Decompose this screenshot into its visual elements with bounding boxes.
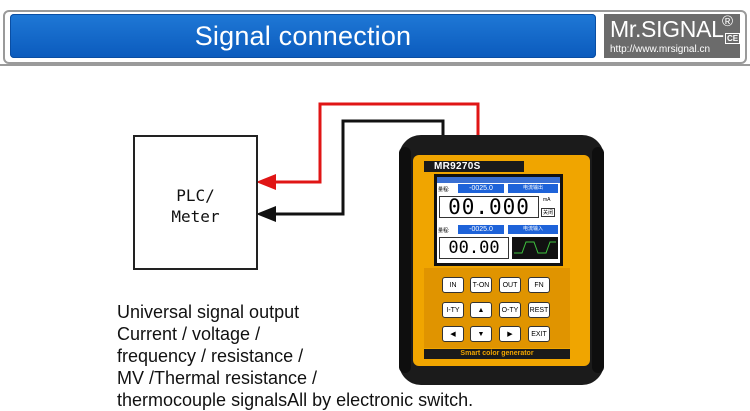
key-fn[interactable]: FN (528, 277, 550, 293)
brand-url: http://www.mrsignal.cn (610, 44, 711, 55)
device-model: MR9270S (424, 161, 524, 172)
device-grip-left (399, 147, 411, 373)
input-value-display: 00.00 (439, 237, 509, 259)
key-o-ty[interactable]: O-TY (499, 302, 521, 318)
key-left[interactable]: ◀ (442, 326, 464, 342)
header-banner: Signal connection Mr.SIGNAL ® CE http://… (0, 0, 750, 66)
mode-tag-output: 电流输出 (508, 184, 558, 193)
waveform-icon (514, 241, 556, 254)
key-i-ty[interactable]: I-TY (442, 302, 464, 318)
plc-label-line2: Meter (171, 207, 220, 226)
key-exit[interactable]: EXIT (528, 326, 550, 342)
range-label-input: 量程: (438, 228, 450, 234)
key-down[interactable]: ▼ (470, 326, 492, 342)
black-arrowhead (256, 206, 276, 222)
key-rest[interactable]: REST (528, 302, 550, 318)
device-screen: 量程: -0025.0 电流输出 00.000 mA 关闭 量程: -0025.… (437, 177, 560, 263)
device-footer-label: Smart color generator (424, 349, 570, 359)
red-arrowhead (256, 174, 276, 190)
title-bar: Signal connection (10, 14, 596, 58)
brand-logo: Mr.SIGNAL ® CE http://www.mrsignal.cn (604, 13, 741, 58)
key-up[interactable]: ▲ (470, 302, 492, 318)
description-line-4: MV /Thermal resistance / (117, 368, 318, 388)
key-out[interactable]: OUT (499, 277, 521, 293)
black-wire (272, 119, 445, 216)
unit-label: mA (543, 197, 551, 203)
description-line-1: Universal signal output (117, 302, 300, 322)
screen-row-input: 量程: -0025.0 电流输入 (438, 225, 559, 234)
brand-name: Mr.SIGNAL (610, 16, 724, 42)
plc-label: PLC/ Meter (135, 185, 256, 227)
device-grip-right (592, 147, 604, 373)
range-value-output: -0025.0 (458, 184, 504, 193)
mode-tag-input: 电流输入 (508, 225, 558, 234)
description-line-2: Current / voltage / (117, 324, 261, 344)
output-value-display: 00.000 (439, 196, 539, 218)
waveform-display (512, 237, 558, 259)
description-line-3: frequency / resistance / (117, 346, 304, 366)
plc-label-line1: PLC/ (176, 186, 215, 205)
range-label-output: 量程: (438, 187, 450, 193)
screen-status-bar (437, 177, 560, 183)
ce-mark: CE (725, 33, 741, 44)
key-in[interactable]: IN (442, 277, 464, 293)
page-title: Signal connection (194, 21, 412, 51)
device-keypad: IN T-ON OUT FN I-TY ▲ O-TY REST ◀ ▼ ▶ EX… (424, 268, 570, 348)
plc-meter-box: PLC/ Meter (133, 135, 258, 270)
screen-row-output: 量程: -0025.0 电流输出 (438, 184, 559, 193)
red-wire (272, 102, 480, 184)
key-t-on[interactable]: T-ON (470, 277, 492, 293)
description-line-5: thermocouple signalsAll by electronic sw… (117, 390, 474, 410)
description-text: Universal signal output Current / voltag… (117, 301, 473, 411)
off-label: 关闭 (541, 208, 556, 217)
key-right[interactable]: ▶ (499, 326, 521, 342)
range-value-input: -0025.0 (458, 225, 504, 234)
registered-mark: ® (722, 13, 734, 30)
